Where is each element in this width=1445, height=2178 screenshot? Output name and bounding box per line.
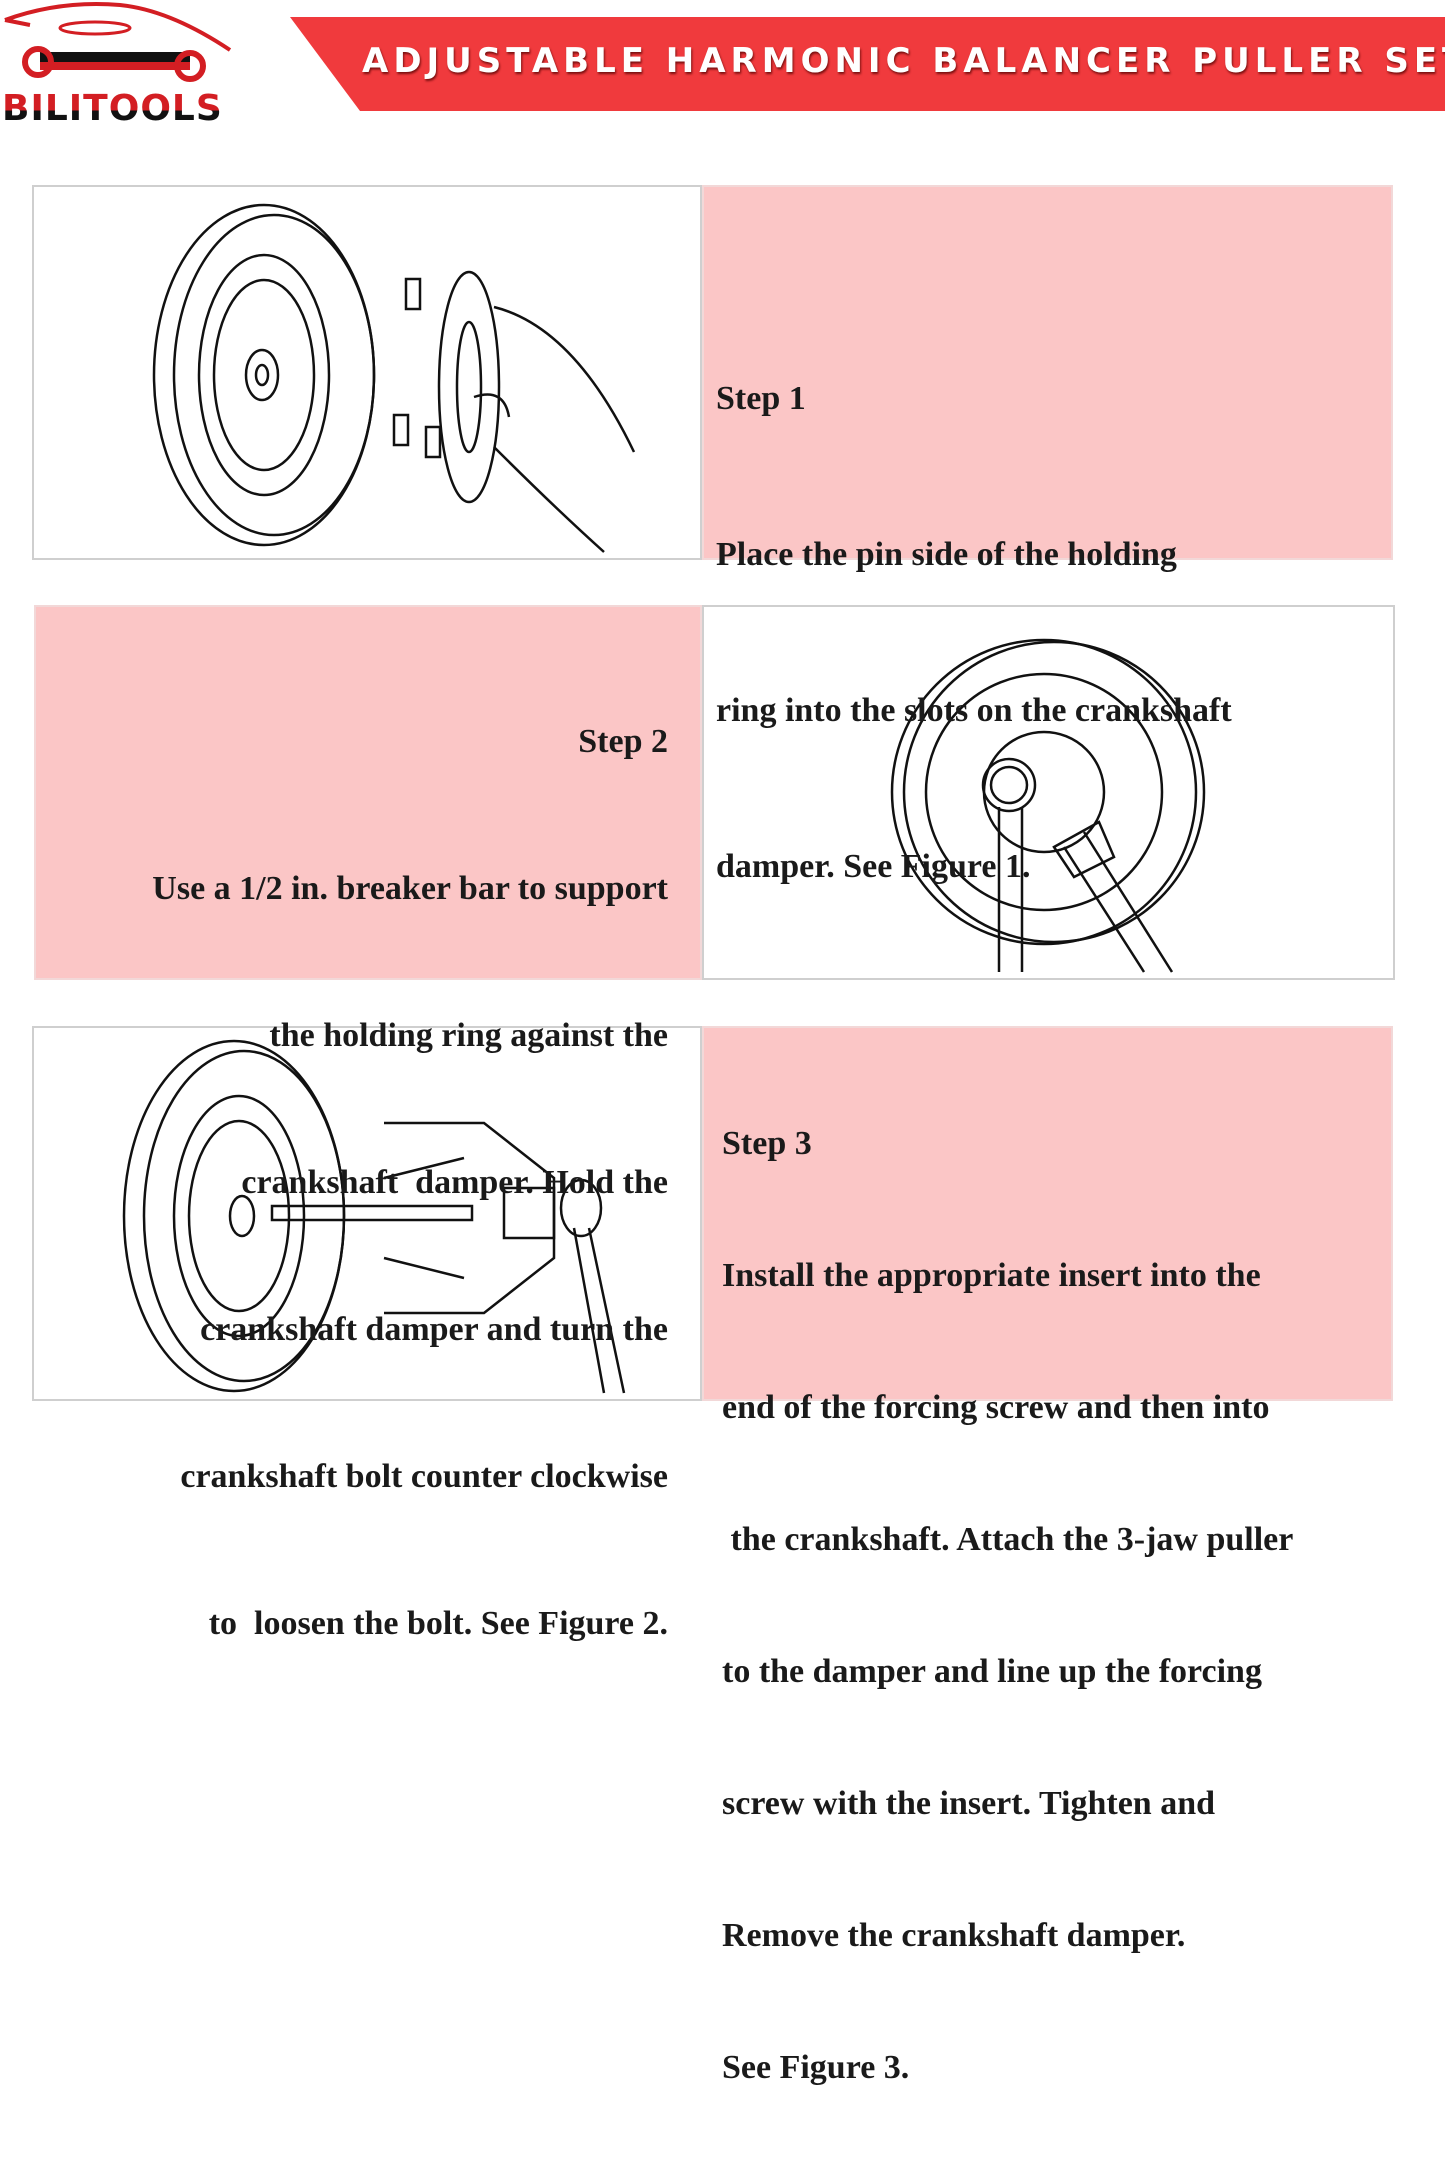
step-3-text-box: Step 3 Install the appropriate insert in…	[702, 1026, 1393, 2086]
step-line: end of the forcing screw and then into	[722, 1389, 1270, 1426]
step-line: ring into the slots on the crankshaft	[716, 692, 1232, 729]
step-2-panel: Step 2 Use a 1/2 in. breaker bar to supp…	[32, 605, 1395, 1642]
step-line: Place the pin side of the holding	[716, 536, 1177, 573]
figure-3	[32, 1026, 702, 1401]
step-1-panel: Step 1 Place the pin side of the holding…	[32, 185, 1393, 885]
figure-2	[702, 605, 1395, 980]
step-line: the holding ring against the	[269, 1017, 668, 1054]
step-line: Remove the crankshaft damper.	[722, 1917, 1186, 1954]
brand-logo: BILITOOLS	[0, 0, 240, 135]
three-jaw-puller-illustration-icon	[122, 1039, 626, 1394]
breaker-bar-illustration-icon	[890, 638, 1206, 973]
step-line: the crankshaft. Attach the 3-jaw puller	[722, 1521, 1294, 1558]
step-heading: Step 1	[716, 380, 806, 417]
step-line: crankshaft damper and turn the	[200, 1311, 668, 1348]
step-line: to the damper and line up the forcing	[722, 1653, 1262, 1690]
step-line: crankshaft damper. Hold the	[241, 1164, 668, 1201]
step-heading: Step 2	[578, 723, 668, 760]
car-wrench-logo-icon	[4, 2, 232, 82]
step-heading: Step 3	[722, 1125, 812, 1162]
figure-1	[32, 185, 702, 560]
title-banner: ADJUSTABLE HARMONIC BALANCER PULLER SET	[290, 17, 1445, 111]
page-title: ADJUSTABLE HARMONIC BALANCER PULLER SET	[362, 41, 1445, 81]
step-2-text-box: Step 2 Use a 1/2 in. breaker bar to supp…	[34, 605, 702, 1642]
step-line: crankshaft bolt counter clockwise	[180, 1458, 668, 1495]
step-line: Use a 1/2 in. breaker bar to support	[152, 870, 668, 907]
damper-holding-ring-illustration-icon	[152, 203, 636, 553]
step-1-text-box: Step 1 Place the pin side of the holding…	[702, 185, 1393, 885]
step-line: to loosen the bolt. See Figure 2.	[208, 1605, 668, 1642]
brand-name: BILITOOLS	[2, 88, 223, 129]
step-line: damper. See Figure 1.	[716, 848, 1031, 885]
step-line: Install the appropriate insert into the	[722, 1257, 1261, 1294]
step-line: screw with the insert. Tighten and	[722, 1785, 1216, 1822]
step-line: See Figure 3.	[722, 2049, 910, 2086]
